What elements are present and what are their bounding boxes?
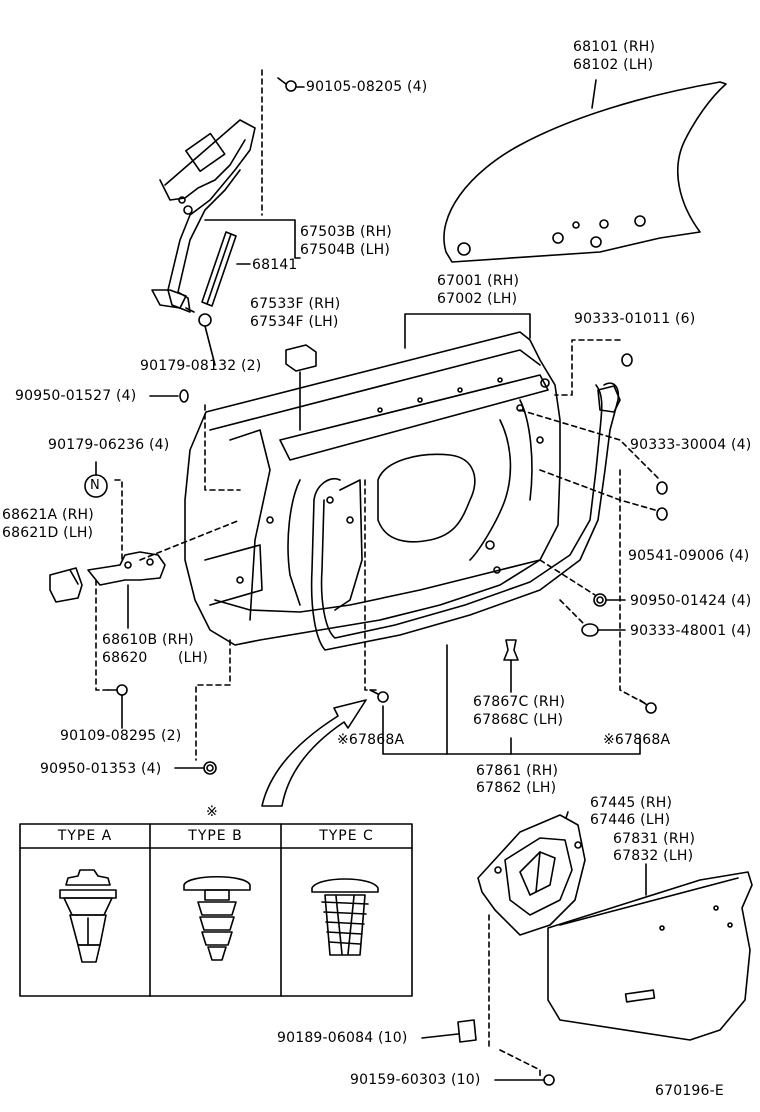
label-nut-hinge: 90179-06236 (4) xyxy=(48,437,170,453)
clip-type-table xyxy=(19,823,413,997)
label-cover-lh: 67446 (LH) xyxy=(590,812,671,828)
leader-glass xyxy=(591,79,597,109)
nut-regulator xyxy=(198,313,216,366)
label-grommet-right: 90950-01424 (4) xyxy=(630,593,752,609)
diagram-code: 670196-E xyxy=(655,1083,724,1099)
label-plug-right-top: 90333-01011 (6) xyxy=(574,311,696,327)
leader-panel xyxy=(404,313,531,349)
door-panel xyxy=(184,331,561,646)
label-run-channel: 68141 xyxy=(252,257,298,273)
type-a-header: TYPE A xyxy=(57,828,113,844)
label-clip-a-right: ※67868A xyxy=(603,732,671,748)
label-pad-lh: 67534F (LH) xyxy=(250,314,339,330)
label-hinge-lh-suffix: (LH) xyxy=(178,650,209,666)
type-c-header: TYPE C xyxy=(319,828,374,844)
label-panel-rh: 67001 (RH) xyxy=(437,273,520,289)
cover-sheet xyxy=(547,871,753,1041)
door-hinge xyxy=(87,551,166,629)
dashed-leaders xyxy=(95,339,661,1079)
label-weather-lh: 67862 (LH) xyxy=(476,780,557,796)
label-regulator-lh: 67504B (LH) xyxy=(300,242,391,258)
label-plug-large: 90333-48001 (4) xyxy=(630,623,752,639)
label-screw-bottom: 90159-60303 (10) xyxy=(350,1072,481,1088)
clip-type-a-drawing xyxy=(59,869,117,963)
label-clip-bottom: 90189-06084 (10) xyxy=(277,1030,408,1046)
n-marker-label: N xyxy=(90,478,100,493)
fasteners xyxy=(107,353,668,1086)
label-plug-left: 90950-01527 (4) xyxy=(15,388,137,404)
label-clip-right: 90541-09006 (4) xyxy=(628,548,750,564)
pad xyxy=(285,344,317,431)
label-panel-lh: 67002 (LH) xyxy=(437,291,518,307)
door-check xyxy=(49,567,83,603)
reference-arrow xyxy=(261,699,367,807)
label-glass-lh: 68102 (LH) xyxy=(573,57,654,73)
label-hinge-lh: 68620 xyxy=(102,650,148,666)
label-sheet-lh: 67832 (LH) xyxy=(613,848,694,864)
label-hinge-rh: 68610B (RH) xyxy=(102,632,194,648)
label-clip-c-lh: 67868C (LH) xyxy=(473,712,564,728)
label-sheet-rh: 67831 (RH) xyxy=(613,831,696,847)
label-check-rh: 68621A (RH) xyxy=(2,507,94,523)
label-cover-rh: 67445 (RH) xyxy=(590,795,673,811)
label-plug-mid-right: 90333-30004 (4) xyxy=(630,437,752,453)
label-check-lh: 68621D (LH) xyxy=(2,525,94,541)
label-pad-rh: 67533F (RH) xyxy=(250,296,341,312)
label-weather-rh: 67861 (RH) xyxy=(476,763,559,779)
leader-regulator xyxy=(204,219,301,259)
label-nut-regulator: 90179-08132 (2) xyxy=(140,358,262,374)
label-bolt-hinge: 90109-08295 (2) xyxy=(60,728,182,744)
label-clip-c-rh: 67867C (RH) xyxy=(473,694,566,710)
label-ref-mark: ※ xyxy=(206,804,218,820)
window-regulator xyxy=(151,119,256,313)
weatherstrip xyxy=(310,382,621,651)
door-glass xyxy=(443,81,727,263)
type-b-header: TYPE B xyxy=(188,828,243,844)
label-regulator-rh: 67503B (RH) xyxy=(300,224,392,240)
label-screw-top: 90105-08205 (4) xyxy=(306,79,428,95)
label-grommet-bottom: 90950-01353 (4) xyxy=(40,761,162,777)
screw-top xyxy=(277,77,305,92)
run-channel xyxy=(201,231,237,307)
clip-type-b-drawing xyxy=(183,875,251,961)
label-clip-a-left: ※67868A xyxy=(337,732,405,748)
label-glass-rh: 68101 (RH) xyxy=(573,39,656,55)
service-hole-cover xyxy=(477,811,586,936)
clip-type-c-drawing xyxy=(311,878,379,956)
